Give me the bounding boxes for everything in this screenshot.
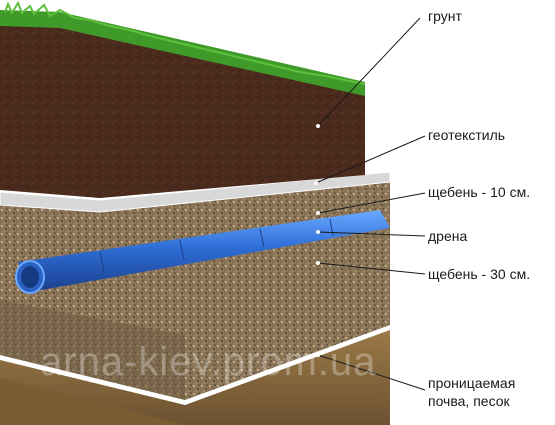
grass-strip xyxy=(0,10,365,96)
label-soil: грунт xyxy=(428,8,462,24)
label-geotextile: геотекстиль xyxy=(428,127,506,143)
drain-pipe xyxy=(15,210,390,294)
gravel-bottom-front xyxy=(0,300,185,400)
leader-lines xyxy=(315,17,426,391)
label-drain: дрена xyxy=(428,228,468,244)
label-gravel-top: щебень - 10 см. xyxy=(428,184,531,200)
label-permeable-line1: проницаемая xyxy=(428,375,516,391)
label-permeable-line2: почва, песок xyxy=(428,393,510,409)
sand-front-face xyxy=(0,378,185,425)
leader-markers xyxy=(314,124,320,357)
soil-block xyxy=(0,22,365,198)
geotextile-sheet xyxy=(0,171,391,213)
label-gravel-bottom: щебень - 30 см. xyxy=(428,266,531,282)
watermark: arna-kiev.prom.ua xyxy=(40,340,377,384)
sand-layer xyxy=(0,330,390,425)
grass-blades xyxy=(4,0,366,85)
